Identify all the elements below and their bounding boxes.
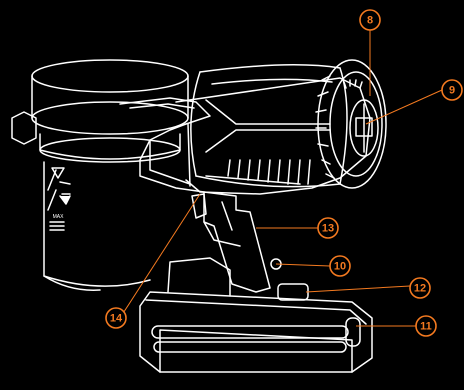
callout-number: 9 bbox=[449, 85, 455, 97]
callout-11: 11 bbox=[416, 316, 436, 336]
max-label: MAX bbox=[53, 214, 65, 220]
callout-14: 14 bbox=[106, 308, 126, 328]
handle bbox=[204, 192, 270, 292]
callout-number: 10 bbox=[334, 261, 346, 273]
cooling-vents bbox=[228, 160, 310, 184]
callout-8: 8 bbox=[360, 10, 380, 30]
callout-13: 13 bbox=[318, 218, 338, 238]
callout-number: 12 bbox=[414, 283, 426, 295]
callout-number: 14 bbox=[110, 313, 123, 325]
callout-12: 12 bbox=[410, 278, 430, 298]
bin-release-latch bbox=[12, 112, 36, 144]
callout-10: 10 bbox=[330, 256, 350, 276]
callout-number: 11 bbox=[420, 321, 432, 333]
callout-number: 13 bbox=[322, 223, 334, 235]
callout-9: 9 bbox=[442, 80, 462, 100]
base-button bbox=[278, 284, 308, 300]
callout-number: 8 bbox=[367, 15, 373, 27]
